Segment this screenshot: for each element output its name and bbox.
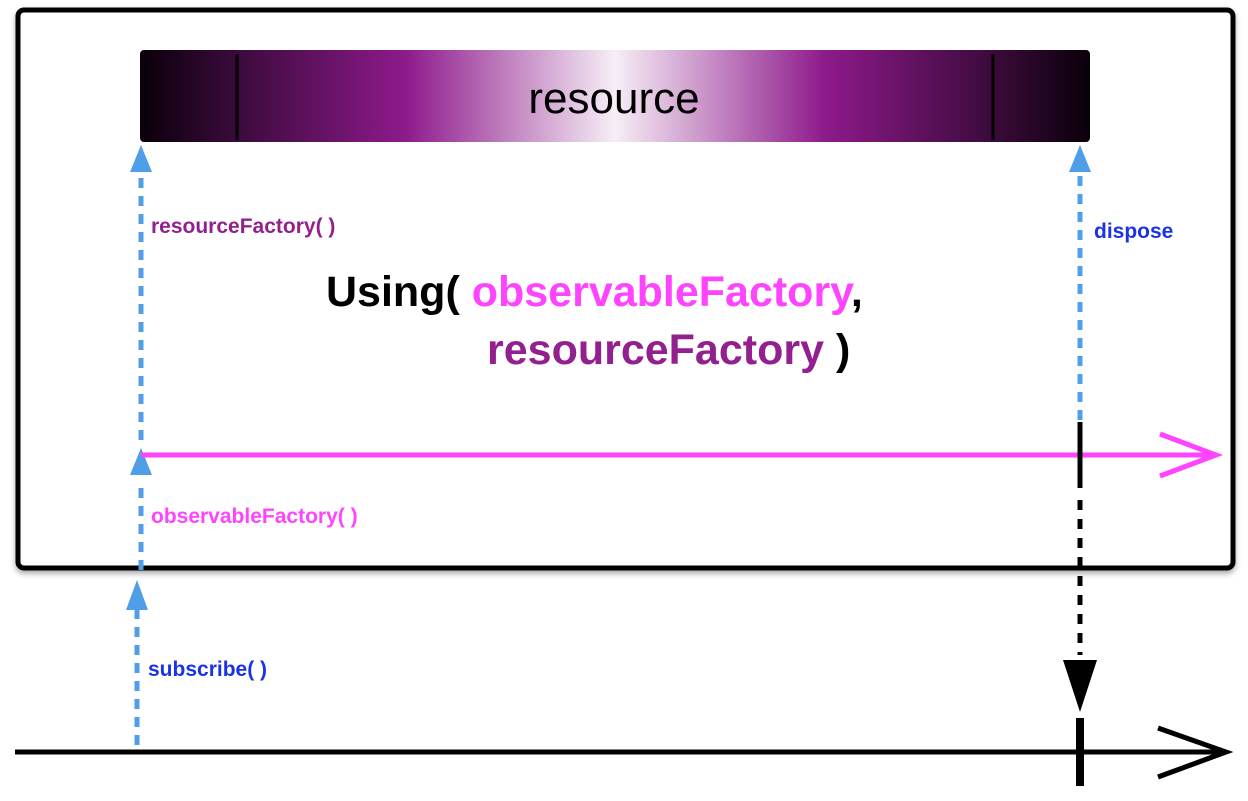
closing-paren: ) bbox=[824, 326, 850, 374]
operator-box bbox=[15, 7, 1236, 571]
dispose-label: dispose bbox=[1094, 220, 1173, 243]
resource-factory-arg: resourceFactory bbox=[487, 326, 824, 374]
operator-signature-line1: Using( observableFactory, bbox=[326, 268, 863, 316]
arg-separator: , bbox=[851, 268, 863, 316]
resource-label: resource bbox=[528, 74, 699, 123]
operator-name: Using( bbox=[326, 268, 472, 316]
completion-dashed-arrow bbox=[1063, 500, 1097, 712]
left-dashed-arrow bbox=[126, 145, 152, 745]
observable-factory-arg: observableFactory bbox=[472, 268, 854, 316]
outer-observable-timeline bbox=[15, 718, 1234, 786]
inner-observable-timeline bbox=[141, 422, 1224, 488]
resource-bar: resource bbox=[140, 50, 1090, 142]
resource-factory-label: resourceFactory( ) bbox=[151, 215, 335, 238]
subscribe-label: subscribe( ) bbox=[148, 658, 267, 681]
dispose-dashed-arrow bbox=[1069, 145, 1091, 420]
operator-signature-line2: resourceFactory ) bbox=[487, 326, 850, 374]
observable-factory-label: observableFactory( ) bbox=[151, 505, 358, 528]
